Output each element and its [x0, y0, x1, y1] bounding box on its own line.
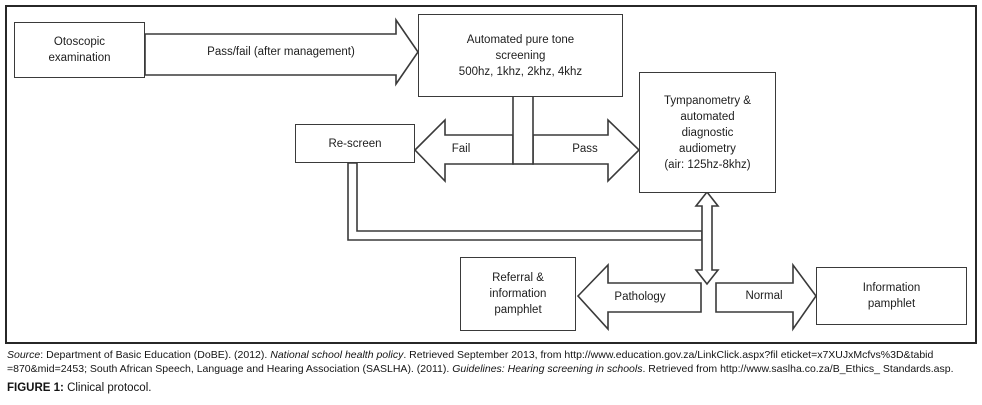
node-re-screen: Re-screen: [295, 124, 415, 163]
source-text-3: . Retrieved from http://www.saslha.co.za…: [642, 362, 954, 375]
node-tympanometry-diagnostic-audiometry: Tympanometry & automated diagnostic audi…: [639, 72, 776, 193]
source-text-2: . Retrieved September 2013, from http://…: [7, 349, 934, 375]
label-normal: Normal: [745, 290, 783, 302]
label-pass-fail-after-management: Pass/fail (after management): [207, 46, 355, 58]
pathology-arrow: [576, 263, 702, 332]
pass-fail-arrow: [144, 17, 419, 87]
normal-arrow: [715, 262, 817, 332]
figure-caption-text: Clinical protocol.: [63, 382, 152, 394]
node-automated-pure-tone-screening: Automated pure tone screening 500hz, 1kh…: [418, 14, 623, 97]
source-text-1: : Department of Basic Education (DoBE). …: [40, 349, 271, 361]
node-referral-information-pamphlet: Referral & information pamphlet: [460, 257, 576, 331]
figure-caption-label: FIGURE 1:: [7, 382, 64, 394]
figure-caption: FIGURE 1: Clinical protocol.: [7, 381, 151, 396]
source-title-1: National school health policy: [270, 349, 404, 361]
label-pathology: Pathology: [614, 291, 666, 303]
node-otoscopic-examination: Otoscopic examination: [14, 22, 145, 78]
tympanometry-outcome-double-arrow: [694, 190, 720, 286]
figure-border: [5, 5, 977, 344]
label-pass: Pass: [572, 143, 598, 155]
source-note: Source: Department of Basic Education (D…: [7, 349, 974, 376]
screening-junction-connector: [512, 95, 534, 165]
node-information-pamphlet: Information pamphlet: [816, 267, 967, 325]
source-title-2: Guidelines: Hearing screening in schools: [452, 362, 643, 375]
label-fail: Fail: [451, 143, 471, 155]
source-word: Source: [7, 349, 41, 361]
pass-arrow: [532, 118, 641, 183]
